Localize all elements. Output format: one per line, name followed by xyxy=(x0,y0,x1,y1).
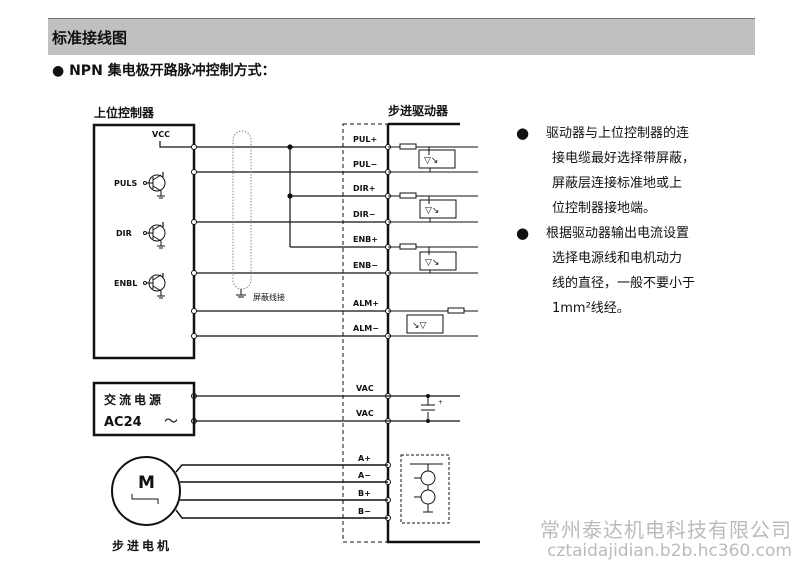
h-bridge-box xyxy=(400,454,450,524)
svg-text:↘▽: ↘▽ xyxy=(412,321,427,331)
terminal-label: VAC xyxy=(356,384,374,393)
power-voltage: AC24 xyxy=(104,415,142,430)
note-line: 接电缆最好选择带屏蔽， xyxy=(552,151,696,166)
bullet-icon: ● xyxy=(516,124,530,142)
transistor-pair-icon xyxy=(410,463,443,513)
svg-text:▽↘: ▽↘ xyxy=(424,156,438,166)
ac-power-box xyxy=(92,381,196,437)
shield-label: 屏蔽线接 xyxy=(253,292,285,302)
motor-letter: M xyxy=(138,473,155,493)
controller-title: 上位控制器 xyxy=(94,105,155,120)
controller-box xyxy=(92,123,196,360)
note-line: 驱动器与上位控制器的连 xyxy=(546,126,690,141)
terminal-label: ENB− xyxy=(353,261,378,270)
terminal-label: VAC xyxy=(356,409,374,418)
terminal-label: PUL+ xyxy=(353,135,377,144)
power-label: 交流电源 xyxy=(104,392,164,407)
note-line: 线的直径，一般不要小于 xyxy=(552,276,696,291)
terminal-label: PUL− xyxy=(353,160,377,169)
ac-symbol-icon: ～ xyxy=(164,414,178,430)
watermark-company: 常州泰达机电科技有限公司 xyxy=(540,518,792,542)
bullet-icon: ● xyxy=(516,224,530,242)
capacitor-icon: + xyxy=(421,394,443,423)
motor-label: 步进电机 xyxy=(112,538,172,553)
terminal-label: B− xyxy=(358,507,371,516)
section-title: 标准接线图 xyxy=(52,29,128,47)
terminal-label: ALM− xyxy=(353,324,379,333)
signal-wires xyxy=(159,141,388,337)
note-item: ● 根据驱动器输出电流设置选择电源线和电机动力线的直径，一般不要小于 1mm²线经… xyxy=(516,221,716,321)
note-line: 1mm²线经。 xyxy=(552,301,630,316)
puls-label: PULS xyxy=(114,179,137,188)
terminal-label: A+ xyxy=(358,454,371,463)
svg-text:▽↘: ▽↘ xyxy=(425,258,439,268)
section-header: 标准接线图 xyxy=(48,18,755,55)
terminal-label: DIR− xyxy=(353,210,375,219)
enbl-label: ENBL xyxy=(114,279,137,288)
vcc-label: VCC xyxy=(152,130,170,139)
watermark-url: cztaidajidian.b2b.hc360.com xyxy=(547,541,792,561)
note-item: ● 驱动器与上位控制器的连接电缆最好选择带屏蔽， 屏蔽层连接标准地或上位控制器接地… xyxy=(516,121,716,221)
transistor-dir xyxy=(143,224,166,249)
transistor-puls xyxy=(143,174,166,199)
note-line: 位控制器接地端。 xyxy=(552,201,657,216)
note-line: 根据驱动器输出电流设置 xyxy=(546,226,690,241)
subtitle: ● NPN 集电极开路脉冲控制方式： xyxy=(52,63,276,79)
notes: ● 驱动器与上位控制器的连接电缆最好选择带屏蔽， 屏蔽层连接标准地或上位控制器接地… xyxy=(516,121,716,321)
note-line: 屏蔽层连接标准地或上 xyxy=(552,176,683,191)
optocouplers: ▽↘ ▽↘ ▽↘ ↘▽ xyxy=(388,143,478,337)
terminal-label: ALM+ xyxy=(353,299,379,308)
shield-ground-icon xyxy=(236,289,246,298)
note-line: 选择电源线和电机动力 xyxy=(552,251,683,266)
terminal-label: B+ xyxy=(358,489,371,498)
transistor-enbl xyxy=(143,274,166,299)
power-wires xyxy=(194,395,460,422)
driver-title: 步进驱动器 xyxy=(388,103,449,118)
terminal-label: DIR+ xyxy=(353,184,375,193)
svg-text:+: + xyxy=(438,399,443,406)
terminal-labels: PUL+ PUL− DIR+ DIR− ENB+ ENB− ALM+ ALM− … xyxy=(353,135,379,516)
motor-wires xyxy=(175,464,388,519)
svg-text:▽↘: ▽↘ xyxy=(425,206,439,216)
motor-icon xyxy=(111,456,181,526)
motor-step-symbol xyxy=(131,494,159,504)
dir-label: DIR xyxy=(116,229,132,238)
terminal-label: ENB+ xyxy=(353,235,378,244)
terminal-label: A− xyxy=(358,471,371,480)
cable-shield xyxy=(232,130,252,290)
